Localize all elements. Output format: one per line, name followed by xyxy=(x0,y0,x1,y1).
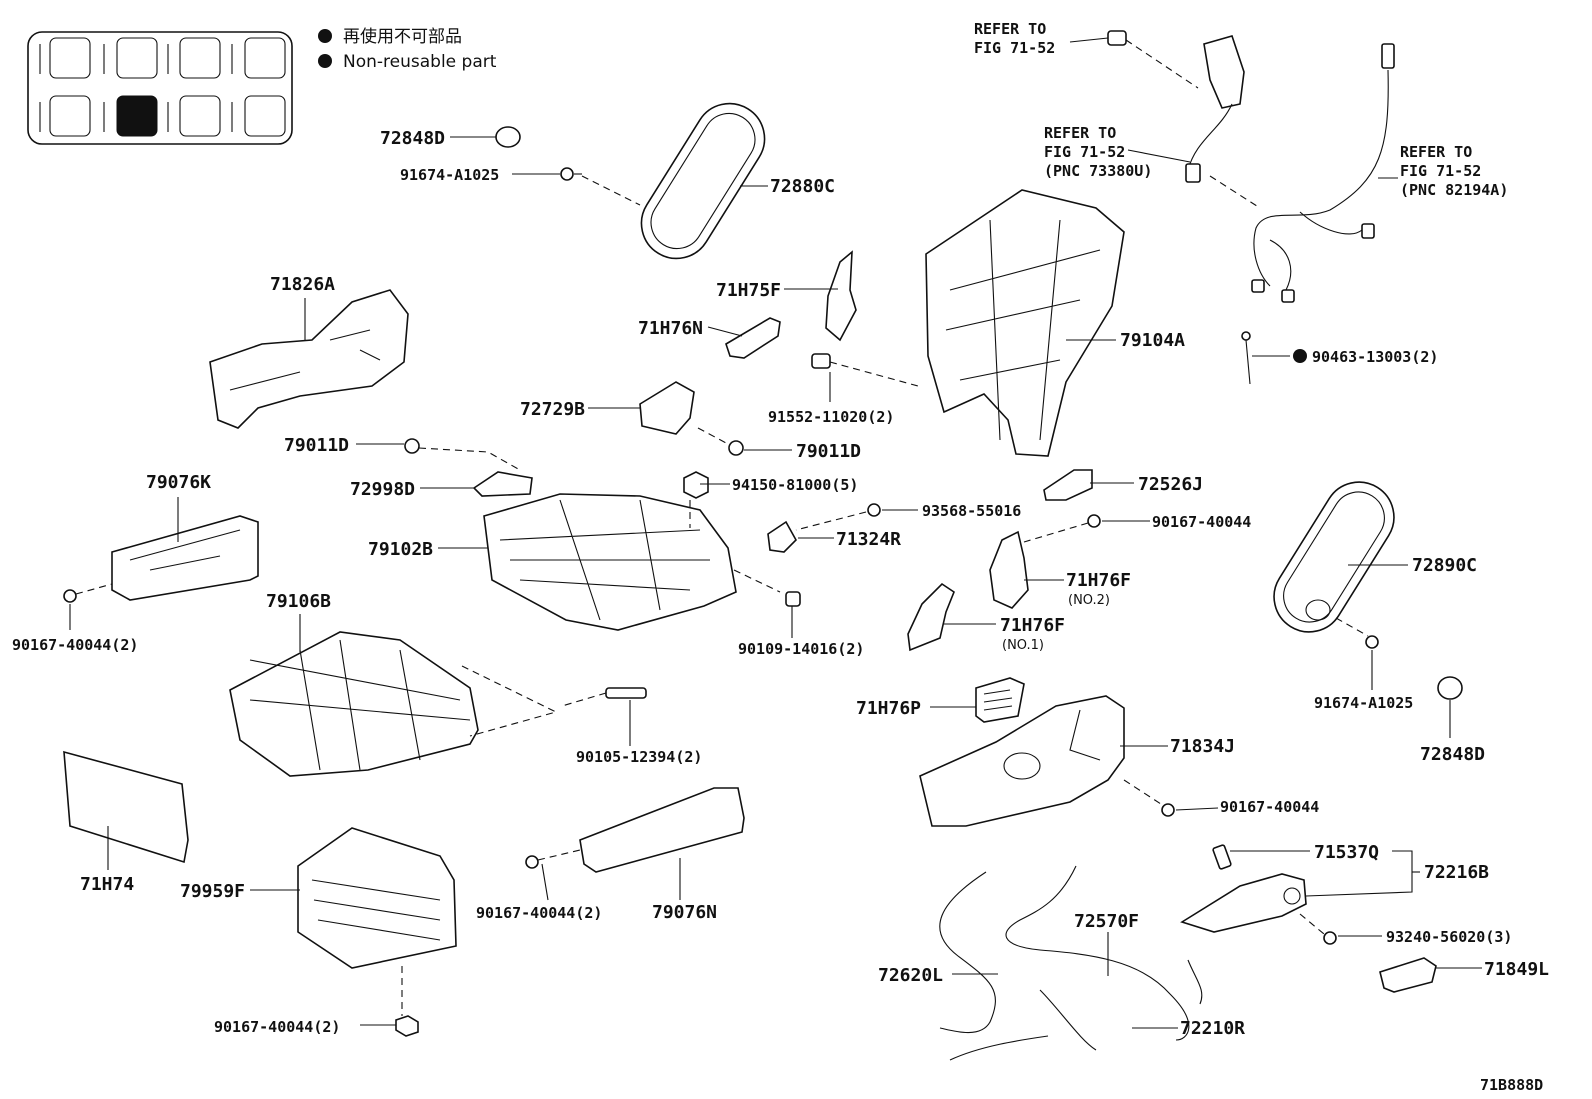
legend-en: Non-reusable part xyxy=(343,52,497,72)
label-90167-40044-mid[interactable]: 90167-40044(2) xyxy=(476,904,602,922)
figure-id: 71B888D xyxy=(1480,1076,1543,1094)
label-71H76P[interactable]: 71H76P xyxy=(856,698,921,719)
label-79076N[interactable]: 79076N xyxy=(652,902,717,923)
label-71826A[interactable]: 71826A xyxy=(270,274,335,295)
label-90109-14016[interactable]: 90109-14016(2) xyxy=(738,640,864,658)
label-71849L[interactable]: 71849L xyxy=(1484,959,1549,980)
label-no2: (NO.2) xyxy=(1068,593,1110,608)
label-71324R[interactable]: 71324R xyxy=(836,529,901,550)
label-72880C[interactable]: 72880C xyxy=(770,176,835,197)
non-reusable-bullet-icon xyxy=(318,29,332,43)
refer2-line2[interactable]: FIG 71-52 xyxy=(1044,143,1125,161)
part-drawings xyxy=(63,30,1463,1061)
label-71H74[interactable]: 71H74 xyxy=(80,874,134,895)
label-90167-40044-right-lower[interactable]: 90167-40044 xyxy=(1220,798,1319,816)
legend-jp: 再使用不可部品 xyxy=(343,26,462,47)
non-reusable-bullet-icon xyxy=(318,54,332,68)
label-72848D-right[interactable]: 72848D xyxy=(1420,744,1485,765)
legend: 再使用不可部品 Non-reusable part xyxy=(318,26,497,72)
label-72526J[interactable]: 72526J xyxy=(1138,474,1203,495)
label-71H75F[interactable]: 71H75F xyxy=(716,280,781,301)
label-71537Q[interactable]: 71537Q xyxy=(1314,842,1379,863)
label-91674-A1025[interactable]: 91674-A1025 xyxy=(400,166,499,184)
label-79102B[interactable]: 79102B xyxy=(368,539,433,560)
label-91552-11020[interactable]: 91552-11020(2) xyxy=(768,408,894,426)
label-no1: (NO.1) xyxy=(1002,638,1044,653)
refer1-line1[interactable]: REFER TO xyxy=(974,20,1046,38)
label-72570F[interactable]: 72570F xyxy=(1074,911,1139,932)
label-79104A[interactable]: 79104A xyxy=(1120,330,1185,351)
label-79011D-left[interactable]: 79011D xyxy=(284,435,349,456)
refer2-line1[interactable]: REFER TO xyxy=(1044,124,1116,142)
label-93568-55016[interactable]: 93568-55016 xyxy=(922,502,1021,520)
label-72216B[interactable]: 72216B xyxy=(1424,862,1489,883)
label-71H76F-no1[interactable]: 71H76F xyxy=(1000,615,1065,636)
label-72848D[interactable]: 72848D xyxy=(380,128,445,149)
label-72210R[interactable]: 72210R xyxy=(1180,1018,1245,1039)
refer3-line3[interactable]: (PNC 82194A) xyxy=(1400,181,1508,199)
label-93240-56020[interactable]: 93240-56020(3) xyxy=(1386,928,1512,946)
label-72890C[interactable]: 72890C xyxy=(1412,555,1477,576)
label-90167-40044-bottom[interactable]: 90167-40044(2) xyxy=(214,1018,340,1036)
label-90167-40044-right-upper[interactable]: 90167-40044 xyxy=(1152,513,1251,531)
label-71H76F-no2[interactable]: 71H76F xyxy=(1066,570,1131,591)
label-90167-40044-left[interactable]: 90167-40044(2) xyxy=(12,636,138,654)
label-72998D[interactable]: 72998D xyxy=(350,479,415,500)
label-94150-81000[interactable]: 94150-81000(5) xyxy=(732,476,858,494)
label-90463-13003[interactable]: 90463-13003(2) xyxy=(1312,348,1438,366)
seat-locator-thumbnail xyxy=(27,31,293,145)
label-71834J[interactable]: 71834J xyxy=(1170,736,1235,757)
part-labels: 72848D 91674-A1025 72880C 71826A 71H75F … xyxy=(12,20,1549,1094)
label-72729B[interactable]: 72729B xyxy=(520,399,585,420)
refer3-line1[interactable]: REFER TO xyxy=(1400,143,1472,161)
label-79106B[interactable]: 79106B xyxy=(266,591,331,612)
leader-lines xyxy=(69,37,1482,1029)
label-79076K[interactable]: 79076K xyxy=(146,472,211,493)
label-79959F[interactable]: 79959F xyxy=(180,881,245,902)
label-71H76N[interactable]: 71H76N xyxy=(638,318,703,339)
label-72620L[interactable]: 72620L xyxy=(878,965,943,986)
label-90105-12394[interactable]: 90105-12394(2) xyxy=(576,748,702,766)
refer3-line2[interactable]: FIG 71-52 xyxy=(1400,162,1481,180)
label-91674-A1025-right[interactable]: 91674-A1025 xyxy=(1314,694,1413,712)
label-79011D-right[interactable]: 79011D xyxy=(796,441,861,462)
refer2-line3[interactable]: (PNC 73380U) xyxy=(1044,162,1152,180)
non-reusable-bullet-icon xyxy=(1293,349,1307,363)
refer1-line2[interactable]: FIG 71-52 xyxy=(974,39,1055,57)
